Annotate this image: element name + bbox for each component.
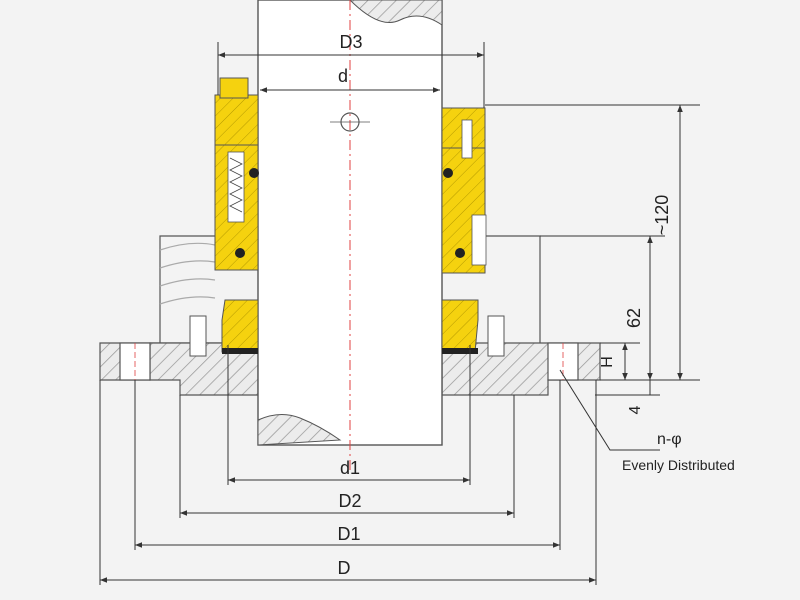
- label-d1-upper: D1: [337, 524, 360, 544]
- o-ring-left-lower: [235, 248, 245, 258]
- label-h: H: [599, 356, 616, 368]
- o-ring-right-lower: [455, 248, 465, 258]
- o-ring-left-upper: [249, 168, 259, 178]
- label-height-62: 62: [624, 308, 644, 328]
- spring-left: [227, 151, 245, 223]
- label-d: d: [338, 66, 348, 86]
- seat-right: [441, 299, 479, 353]
- label-d-outer: D: [338, 558, 351, 578]
- o-ring-right-upper: [443, 168, 453, 178]
- label-d3: D3: [339, 32, 362, 52]
- seal-face-left: [222, 348, 258, 354]
- anti-rotation-pin-left: [189, 315, 207, 357]
- label-d2-upper: D2: [338, 491, 361, 511]
- label-d1: d1: [340, 458, 360, 478]
- label-length-120: ~120: [652, 195, 672, 236]
- label-four: 4: [627, 405, 644, 414]
- label-evenly-distributed: Evenly Distributed: [622, 457, 735, 473]
- gland-housing: [99, 342, 601, 396]
- anti-rotation-pin-right: [487, 315, 505, 357]
- seal-right: [441, 107, 505, 357]
- seal-left: [189, 77, 259, 357]
- seal-face-right: [442, 348, 478, 354]
- set-screw-left: [219, 77, 249, 99]
- label-bolt-count: n-φ: [657, 431, 682, 448]
- seat-left: [221, 299, 259, 353]
- shaft: [257, 0, 443, 470]
